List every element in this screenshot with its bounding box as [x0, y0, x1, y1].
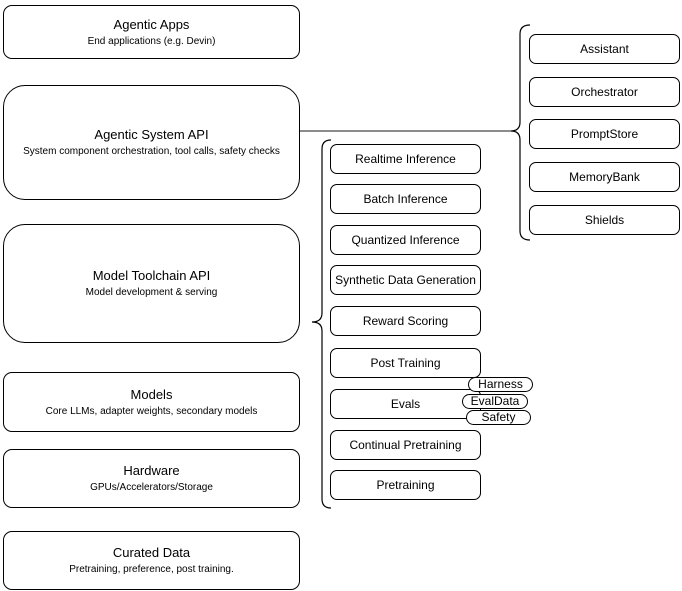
node-title: Hardware [123, 463, 180, 478]
node-reward-scoring: Reward Scoring [330, 306, 481, 336]
node-synthetic-data-generation: Synthetic Data Generation [330, 265, 481, 295]
tag-label: EvalData [470, 394, 520, 408]
node-promptstore: PromptStore [529, 119, 680, 149]
tag-label: Safety [481, 410, 516, 424]
node-label: Continual Pretraining [349, 437, 462, 452]
node-title: Model Toolchain API [92, 268, 211, 283]
eval-tag-harness: Harness [468, 377, 533, 392]
node-label: Batch Inference [363, 191, 448, 206]
node-label: MemoryBank [569, 169, 640, 184]
node-agentic-apps: Agentic Apps End applications (e.g. Devi… [3, 5, 300, 59]
eval-tag-evaldata: EvalData [462, 394, 528, 409]
node-realtime-inference: Realtime Inference [330, 144, 481, 174]
node-label: Post Training [370, 355, 441, 370]
node-shields: Shields [529, 205, 680, 235]
node-label: Pretraining [376, 477, 435, 492]
node-label: PromptStore [570, 126, 639, 141]
node-batch-inference: Batch Inference [330, 184, 481, 214]
eval-tag-safety: Safety [466, 410, 531, 425]
node-title: Agentic System API [94, 127, 209, 142]
node-pretraining: Pretraining [330, 470, 481, 500]
node-subtitle: End applications (e.g. Devin) [87, 35, 216, 47]
node-assistant: Assistant [529, 34, 680, 64]
node-post-training: Post Training [330, 348, 481, 378]
node-model-toolchain-api: Model Toolchain API Model development & … [3, 224, 300, 343]
node-title: Curated Data [112, 545, 191, 560]
node-subtitle: GPUs/Accelerators/Storage [90, 482, 213, 493]
node-title: Models [130, 386, 173, 402]
node-label: Quantized Inference [351, 232, 460, 247]
node-label: Orchestrator [571, 84, 638, 99]
node-subtitle: Model development & serving [85, 287, 218, 298]
node-hardware: Hardware GPUs/Accelerators/Storage [3, 449, 300, 508]
node-label: Evals [390, 396, 421, 411]
node-title: Agentic Apps [113, 16, 190, 32]
node-orchestrator: Orchestrator [529, 77, 680, 107]
node-quantized-inference: Quantized Inference [330, 225, 481, 255]
node-models: Models Core LLMs, adapter weights, secon… [3, 372, 300, 432]
node-evals: Evals [330, 389, 481, 419]
node-label: Reward Scoring [362, 313, 449, 328]
toolchain-group-brace [311, 139, 332, 509]
components-group-brace [510, 24, 531, 241]
node-curated-data: Curated Data Pretraining, preference, po… [3, 531, 300, 590]
node-label: Synthetic Data Generation [335, 272, 476, 287]
node-memorybank: MemoryBank [529, 162, 680, 192]
node-subtitle: Core LLMs, adapter weights, secondary mo… [45, 405, 258, 417]
node-agentic-system-api: Agentic System API System component orch… [3, 85, 300, 200]
node-label: Shields [584, 212, 625, 227]
node-label: Assistant [580, 41, 629, 56]
node-subtitle: System component orchestration, tool cal… [23, 146, 280, 157]
tag-label: Harness [478, 377, 523, 391]
node-label: Realtime Inference [355, 151, 456, 166]
node-continual-pretraining: Continual Pretraining [330, 430, 481, 460]
node-subtitle: Pretraining, preference, post training. [69, 564, 234, 575]
